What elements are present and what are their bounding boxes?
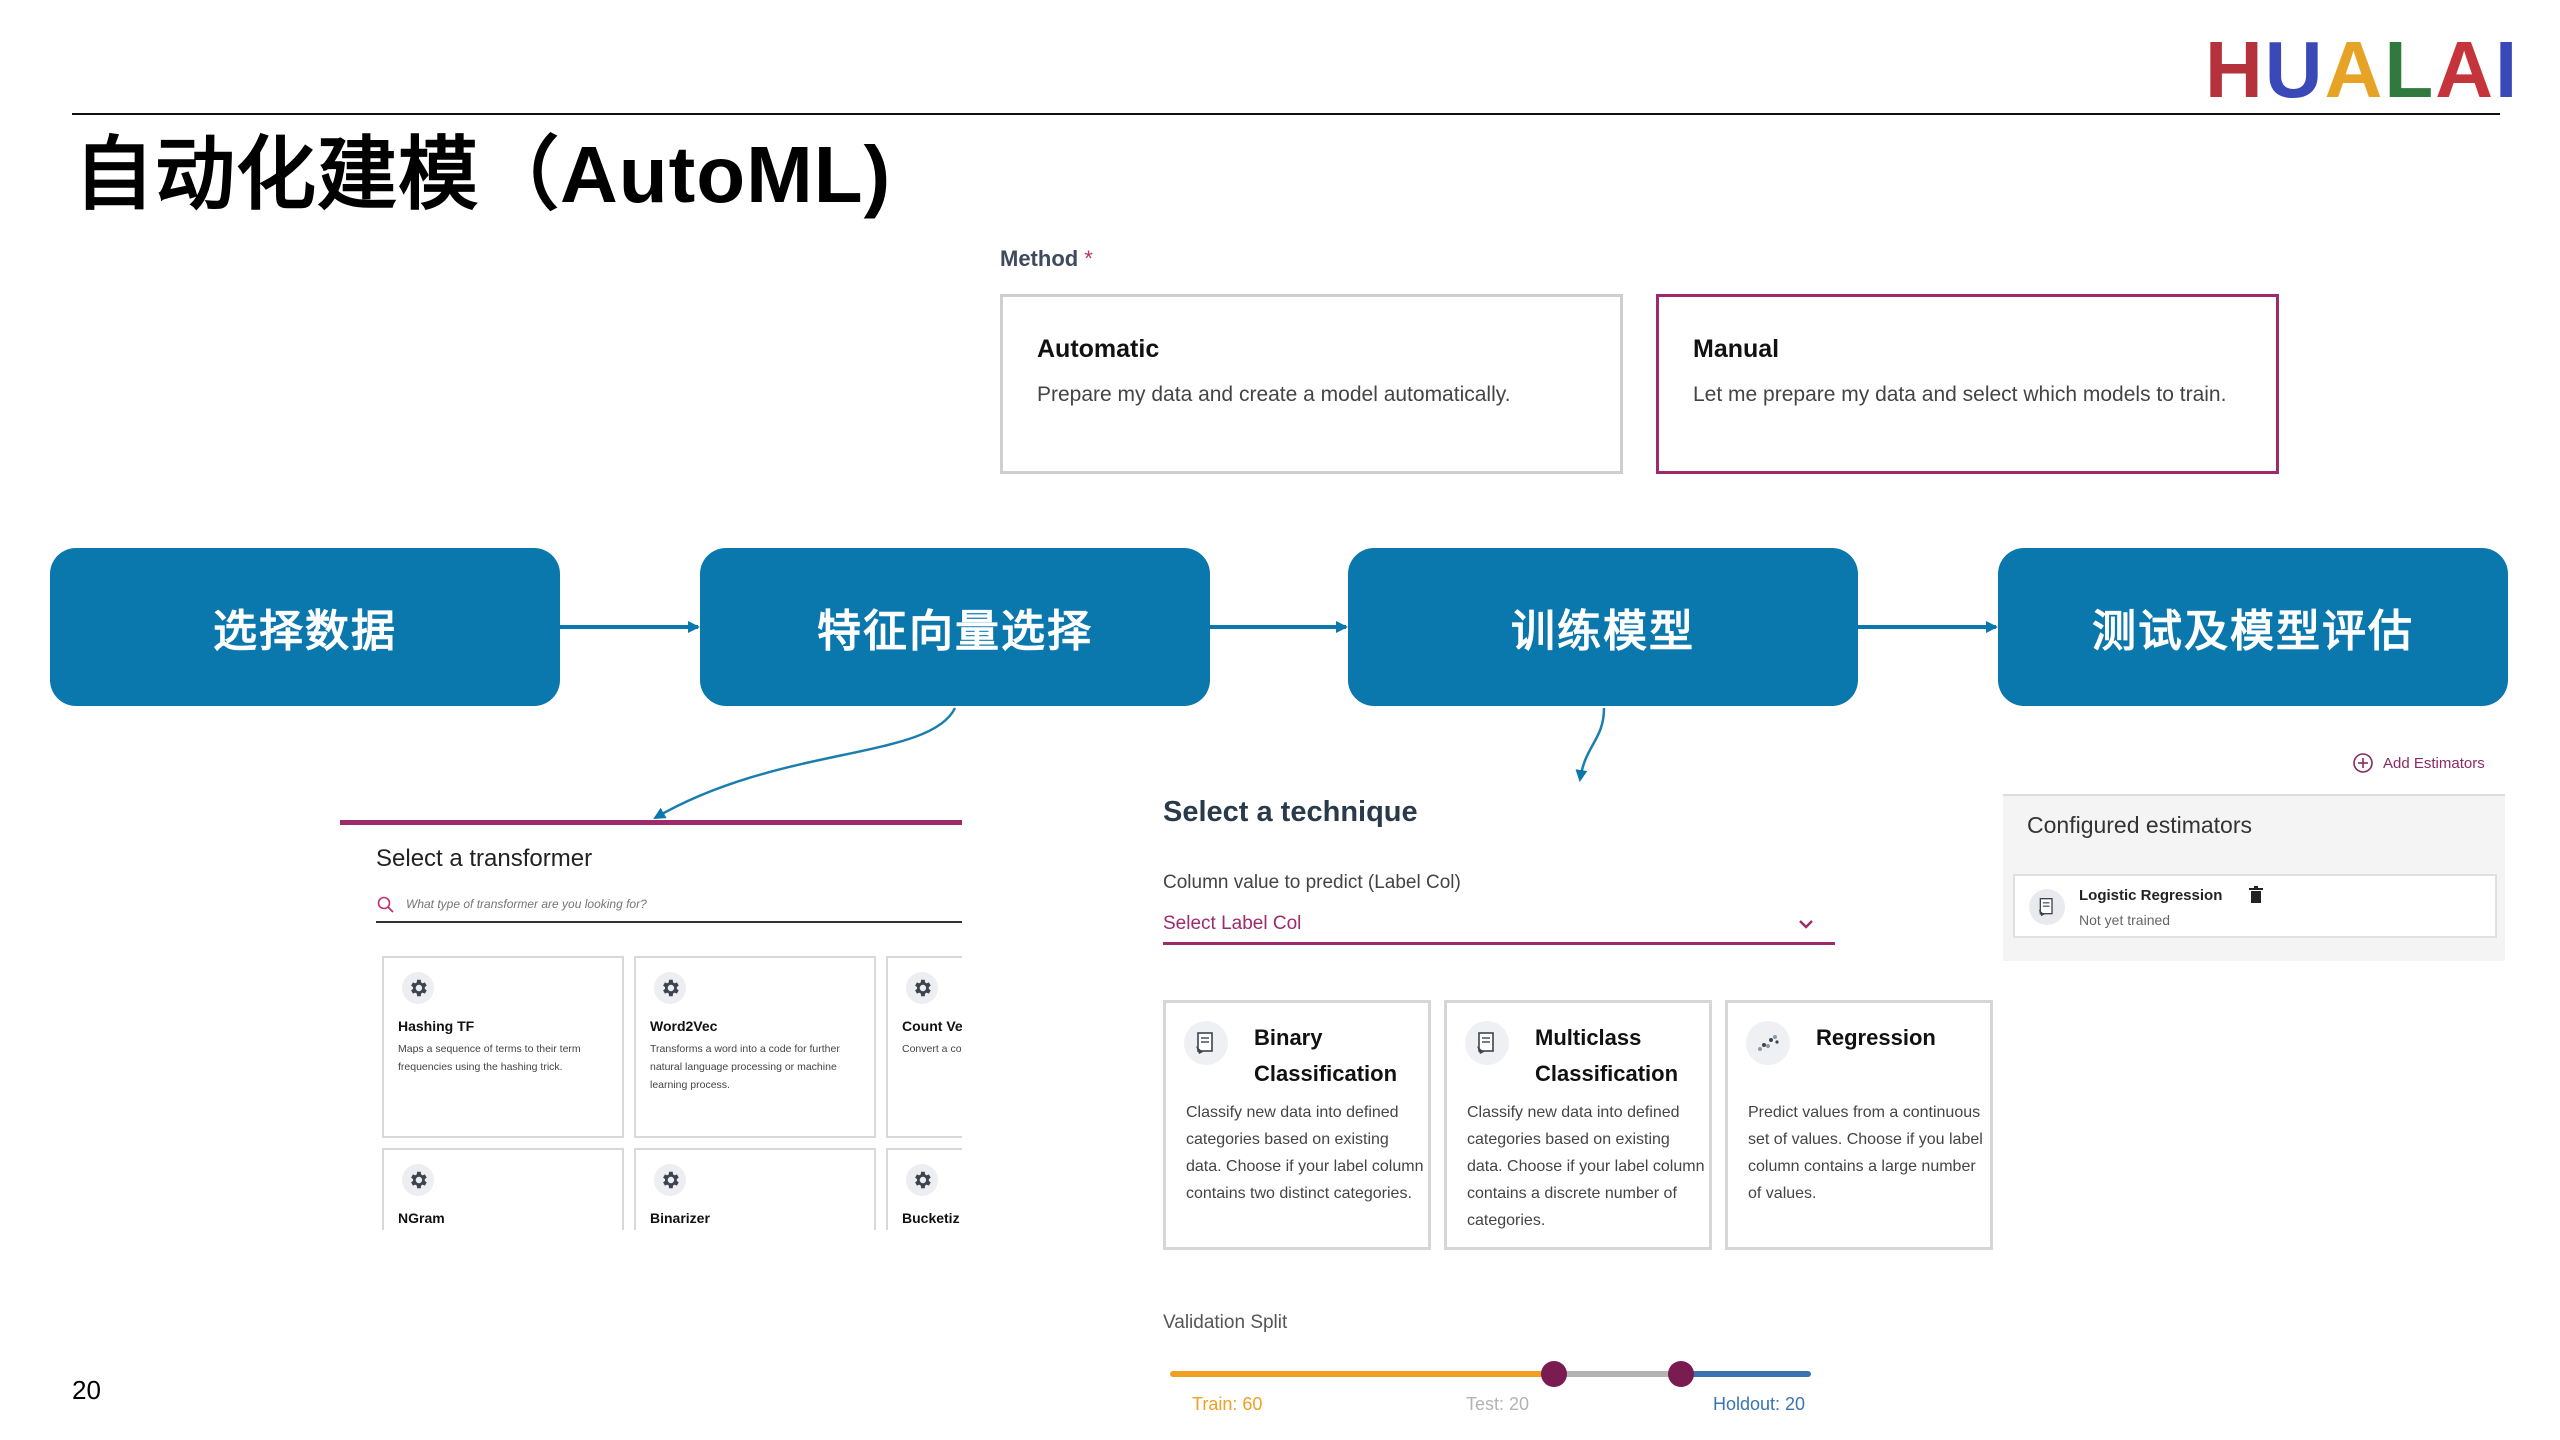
transformer-name: Count Ve xyxy=(902,1018,962,1034)
configured-estimators-panel: Configured estimators Logistic Regressio… xyxy=(2003,794,2505,961)
hualai-logo: HUALAI xyxy=(2205,30,2519,110)
header-divider xyxy=(72,113,2500,115)
technique-title: Multiclass Classification xyxy=(1535,1025,1679,1086)
transformer-description: Convert a col matrix of wor xyxy=(902,1043,962,1055)
method-label: Method* xyxy=(1000,246,1093,272)
logo-letter: U xyxy=(2264,25,2325,114)
transformer-panel: Select a transformer Hashing TF Maps a s… xyxy=(340,820,962,1230)
technique-description: Classify new data into defined categorie… xyxy=(1467,1104,1705,1229)
connector-curve xyxy=(1575,707,1606,782)
split-holdout-label: Holdout: 20 xyxy=(1713,1394,1806,1414)
transformer-search-input[interactable] xyxy=(406,895,806,913)
logo-letter: A xyxy=(2435,25,2495,114)
validation-split-slider[interactable] xyxy=(1163,1350,1823,1410)
connector-curve xyxy=(653,707,957,820)
split-handle-test-holdout[interactable] xyxy=(1668,1361,1694,1387)
split-test-label: Test: 20 xyxy=(1466,1394,1530,1414)
step-select-data: 选择数据 xyxy=(50,548,560,706)
gear-icon xyxy=(402,972,434,1004)
transformer-description: Maps a sequence of terms to their term f… xyxy=(398,1043,581,1073)
split-handle-train-test[interactable] xyxy=(1541,1361,1567,1387)
technique-description: Predict values from a continuous set of … xyxy=(1748,1104,1983,1202)
chevron-down-icon xyxy=(1799,920,1813,929)
transformer-card-bucketizer[interactable]: Bucketiz xyxy=(886,1148,962,1230)
transformer-card-binarizer[interactable]: Binarizer xyxy=(634,1148,876,1230)
required-mark: * xyxy=(1084,246,1093,271)
document-icon xyxy=(1465,1021,1509,1065)
transformer-name: Binarizer xyxy=(650,1210,710,1226)
method-option-description: Prepare my data and create a model autom… xyxy=(1037,383,1511,406)
transformer-name: Word2Vec xyxy=(650,1018,718,1034)
transformer-name: NGram xyxy=(398,1210,445,1226)
technique-panel-title: Select a technique xyxy=(1163,796,1418,828)
panel-accent-bar xyxy=(340,820,962,825)
step-evaluate-model: 测试及模型评估 xyxy=(1998,548,2508,706)
technique-title: Binary Classification xyxy=(1254,1025,1398,1086)
transformer-card-ngram[interactable]: NGram xyxy=(382,1148,624,1230)
add-estimators-label: Add Estimators xyxy=(2383,754,2485,772)
method-option-description: Let me prepare my data and select which … xyxy=(1693,383,2227,406)
page-number: 20 xyxy=(72,1375,101,1405)
gear-icon xyxy=(654,972,686,1004)
method-option-automatic[interactable]: Automatic Prepare my data and create a m… xyxy=(1000,294,1623,474)
technique-description: Classify new data into defined categorie… xyxy=(1186,1104,1424,1202)
trash-icon[interactable] xyxy=(2248,886,2264,904)
document-icon xyxy=(1184,1021,1228,1065)
method-option-title: Manual xyxy=(1693,335,1780,363)
document-icon xyxy=(2029,889,2065,925)
split-train-label: Train: 60 xyxy=(1192,1394,1263,1414)
plus-circle-icon xyxy=(2353,753,2373,773)
transformer-card-hashing-tf[interactable]: Hashing TF Maps a sequence of terms to t… xyxy=(382,956,624,1138)
transformer-description: Transforms a word into a code for furthe… xyxy=(650,1043,840,1091)
estimator-status: Not yet trained xyxy=(2079,912,2171,928)
method-label-text: Method xyxy=(1000,246,1079,271)
add-estimators-button[interactable]: Add Estimators xyxy=(2352,752,2485,774)
technique-card-multiclass-classification[interactable]: Multiclass Classification Classify new d… xyxy=(1444,1000,1712,1250)
method-option-title: Automatic xyxy=(1037,335,1160,363)
page-title: 自动化建模（AutoML) xyxy=(74,130,892,219)
gear-icon xyxy=(402,1164,434,1196)
transformer-card-word2vec[interactable]: Word2Vec Transforms a word into a code f… xyxy=(634,956,876,1138)
step-train-model: 训练模型 xyxy=(1348,548,1858,706)
estimator-item[interactable]: Logistic Regression Not yet trained xyxy=(2013,874,2497,938)
label-col-value: Select Label Col xyxy=(1163,913,1302,934)
transformer-name: Hashing TF xyxy=(398,1018,475,1034)
technique-card-regression[interactable]: Regression Predict values from a continu… xyxy=(1725,1000,1993,1250)
search-icon xyxy=(377,896,394,913)
gear-icon xyxy=(906,1164,938,1196)
logo-letter: L xyxy=(2384,25,2436,114)
validation-split-label: Validation Split xyxy=(1163,1312,1288,1333)
gear-icon xyxy=(654,1164,686,1196)
label-col-label: Column value to predict (Label Col) xyxy=(1163,872,1461,893)
logo-letter: A xyxy=(2324,25,2385,114)
scatter-icon xyxy=(1746,1021,1790,1065)
logo-letter: H xyxy=(2205,25,2265,114)
estimators-panel-title: Configured estimators xyxy=(2027,812,2252,838)
technique-title: Regression xyxy=(1816,1025,1936,1050)
transformer-panel-title: Select a transformer xyxy=(376,845,593,872)
transformer-card-count-vectorizer[interactable]: Count Ve Convert a col matrix of wor xyxy=(886,956,962,1138)
transformer-name: Bucketiz xyxy=(902,1210,960,1226)
gear-icon xyxy=(906,972,938,1004)
transformer-search[interactable] xyxy=(376,895,962,923)
label-col-select[interactable]: Select Label Col xyxy=(1163,905,1835,945)
method-option-manual[interactable]: Manual Let me prepare my data and select… xyxy=(1656,294,2279,474)
logo-letter: I xyxy=(2495,25,2520,114)
technique-card-binary-classification[interactable]: Binary Classification Classify new data … xyxy=(1163,1000,1431,1250)
estimator-name: Logistic Regression xyxy=(2079,887,2223,904)
step-feature-selection: 特征向量选择 xyxy=(700,548,1210,706)
